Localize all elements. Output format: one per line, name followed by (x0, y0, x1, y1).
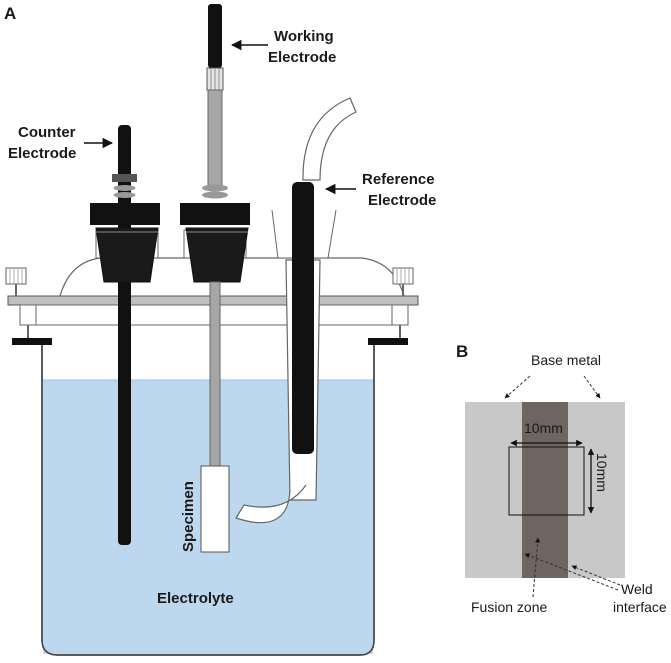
panel-b: B 10mm 10mm Base metal Fusion zone Weld … (456, 342, 667, 615)
counter-oring-2 (113, 192, 136, 198)
clamp-foot-left (12, 338, 52, 345)
counter-cap-top (112, 174, 137, 182)
working-electrode-label-2: Electrode (268, 49, 336, 66)
panel-a: A (4, 4, 436, 656)
panel-a-letter: A (4, 4, 16, 23)
beaker-outline-front (41, 340, 375, 656)
dimension-vertical-label: 10mm (594, 453, 610, 492)
working-electrode-label-1: Working (274, 28, 334, 45)
reference-electrode-label-1: Reference (362, 171, 435, 188)
working-electrode (180, 4, 250, 553)
weld-interface-leader-1 (571, 565, 621, 586)
fusion-zone-strip (522, 402, 568, 578)
counter-stopper (95, 227, 159, 283)
reference-tube-top (302, 97, 357, 181)
working-connector (208, 4, 222, 68)
working-upper-rod (207, 89, 223, 191)
working-oring-2 (202, 191, 228, 199)
luggin-capillary (235, 484, 307, 524)
working-oring-1 (202, 184, 228, 192)
specimen-area-square (508, 446, 585, 516)
weld-interface-label-2: interface (613, 599, 667, 615)
counter-cap (90, 203, 160, 225)
fusion-zone-label: Fusion zone (471, 599, 547, 615)
specimen (200, 465, 230, 553)
working-cap (180, 203, 250, 225)
reference-electrode-label-2: Electrode (368, 192, 436, 209)
weld-interface-label-1: Weld (621, 581, 653, 597)
base-metal-leader-left (504, 375, 531, 399)
counter-electrode-label-1: Counter (18, 124, 76, 141)
counter-oring-1 (113, 185, 136, 191)
dimension-horizontal-label: 10mm (524, 420, 563, 436)
clamp-right (391, 304, 409, 326)
reference-electrode-rod (292, 182, 314, 454)
electrolyte-label: Electrolyte (157, 590, 234, 607)
knob-right (392, 267, 414, 285)
clamp-foot-right (368, 338, 408, 345)
reference-electrode (235, 97, 357, 524)
clamp-left (19, 304, 37, 326)
working-stopper (185, 227, 249, 283)
counter-electrode (90, 125, 160, 545)
counter-electrode-label-2: Electrode (8, 145, 76, 162)
specimen-label: Specimen (180, 481, 197, 552)
weld-interface-leader-2 (524, 553, 619, 591)
base-metal-leader-right (583, 375, 601, 399)
base-metal-label: Base metal (531, 352, 601, 368)
knob-left (5, 267, 27, 285)
panel-b-letter: B (456, 342, 468, 361)
working-rod (209, 281, 221, 469)
